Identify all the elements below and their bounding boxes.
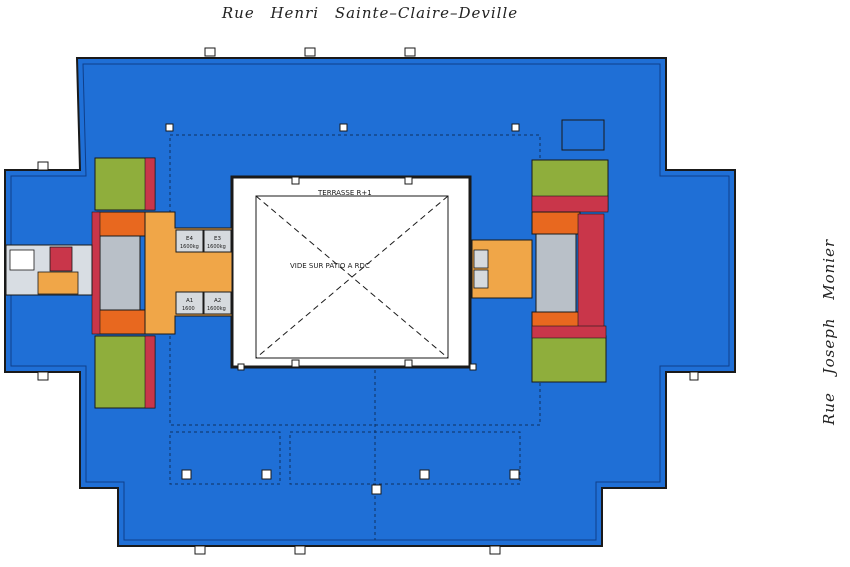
left-service-strip-top (144, 157, 156, 211)
street-name-top: Rue Henri Sainte–Claire–Deville (221, 4, 519, 22)
left-service-column (91, 211, 101, 335)
right-stair-top (531, 211, 581, 235)
right-stair-core (535, 233, 577, 313)
left-stair-core (99, 235, 141, 311)
left-entrance-wc (9, 249, 35, 271)
right-service-top (531, 195, 609, 213)
right-service-column (577, 213, 605, 335)
structural-columns (165, 123, 520, 495)
right-wc-bottom (531, 335, 607, 383)
lift-e3-capacity: 1600kg (207, 244, 226, 250)
lift-e3 (203, 229, 232, 253)
dashed-zone-bottom-left (169, 431, 281, 485)
terrace-outline (255, 195, 449, 359)
lift-e4-capacity: 1600kg (180, 244, 199, 250)
left-entrance-lobby (37, 271, 79, 295)
terrace-label: TERRASSE R+1 (317, 189, 372, 197)
lift-a2 (203, 291, 232, 315)
patio-diagonal-2 (255, 195, 449, 359)
right-lift-2 (473, 269, 489, 289)
dashed-zone-bottom-right (289, 431, 521, 485)
lift-a1-id: A1 (186, 298, 193, 304)
right-lift-lobby (471, 239, 533, 299)
left-entrance-service (49, 246, 73, 272)
facade-doors (37, 47, 699, 555)
lift-a1 (175, 291, 204, 315)
lift-a2-capacity: 1600kg (207, 306, 226, 312)
left-stair-top (96, 211, 146, 237)
lift-e4 (175, 229, 204, 253)
right-service-bottom (531, 325, 607, 339)
lift-e4-id: E4 (186, 236, 193, 242)
patio-label: VIDE SUR PATIO A RDC (290, 262, 370, 270)
lift-a1-capacity: 1600 (182, 306, 195, 312)
technical-room (561, 119, 605, 151)
left-service-strip-bottom (144, 335, 156, 409)
lift-e3-id: E3 (214, 236, 221, 242)
facade-line (10, 63, 730, 541)
lift-a2-id: A2 (214, 298, 221, 304)
right-lift-1 (473, 249, 489, 269)
left-stair-bottom (96, 309, 146, 335)
